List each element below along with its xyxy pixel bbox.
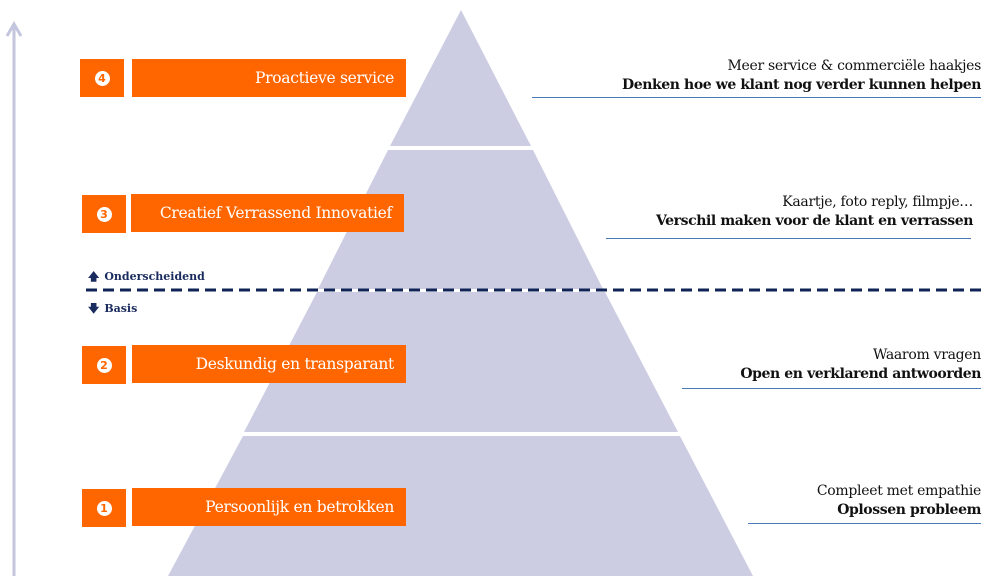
level-4-number-badge: 4 (80, 59, 124, 97)
number-circle-icon: 4 (94, 70, 110, 86)
level-2-goal: Open en verklarend antwoorden (740, 366, 981, 382)
pyramid-band-2 (244, 292, 678, 432)
level-3-title: Creatief Verrassend Innovatief (131, 194, 404, 232)
divider-label-below: 🡇Basis (88, 302, 138, 315)
level-3-subtitle: Kaartje, foto reply, filmpje… (782, 194, 973, 210)
level-2-subtitle: Waarom vragen (872, 347, 981, 363)
level-4-goal: Denken hoe we klant nog verder kunnen he… (621, 77, 981, 93)
level-1-title: Persoonlijk en betrokken (132, 488, 406, 526)
arrow-up-icon: 🡅 (88, 270, 100, 283)
growth-axis-arrowhead-icon (5, 21, 23, 37)
level-1-goal: Oplossen probleem (837, 502, 981, 518)
pyramid-band-4 (390, 10, 531, 146)
divider-label-above: 🡅Onderscheidend (88, 270, 205, 283)
level-3-underline (606, 238, 971, 239)
number-circle-icon: 1 (96, 500, 112, 516)
level-3-goal: Verschil maken voor de klant en verrasse… (655, 213, 973, 229)
level-2-number-badge: 2 (82, 346, 126, 384)
number-circle-icon: 3 (96, 206, 112, 222)
level-1-number-badge: 1 (82, 489, 126, 527)
arrow-down-icon: 🡇 (88, 302, 100, 315)
level-4-subtitle: Meer service & commerciële haakjes (727, 58, 981, 74)
number-circle-icon: 2 (96, 357, 112, 373)
level-1-subtitle: Compleet met empathie (816, 483, 981, 499)
level-2-description: Waarom vragen Open en verklarend antwoor… (740, 346, 981, 384)
level-1-description: Compleet met empathie Oplossen probleem (816, 482, 982, 520)
level-2-title: Deskundig en transparant (132, 345, 406, 383)
level-4-title: Proactieve service (132, 59, 406, 97)
pyramid-band-3 (318, 150, 603, 289)
level-3-number-badge: 3 (82, 195, 126, 233)
level-4-description: Meer service & commerciële haakjes Denke… (622, 57, 981, 95)
level-1-underline (748, 523, 981, 524)
level-4-underline (532, 97, 981, 98)
pyramid-band-1 (168, 436, 753, 576)
level-2-underline (682, 388, 981, 389)
level-3-description: Kaartje, foto reply, filmpje… Verschil m… (656, 193, 973, 231)
